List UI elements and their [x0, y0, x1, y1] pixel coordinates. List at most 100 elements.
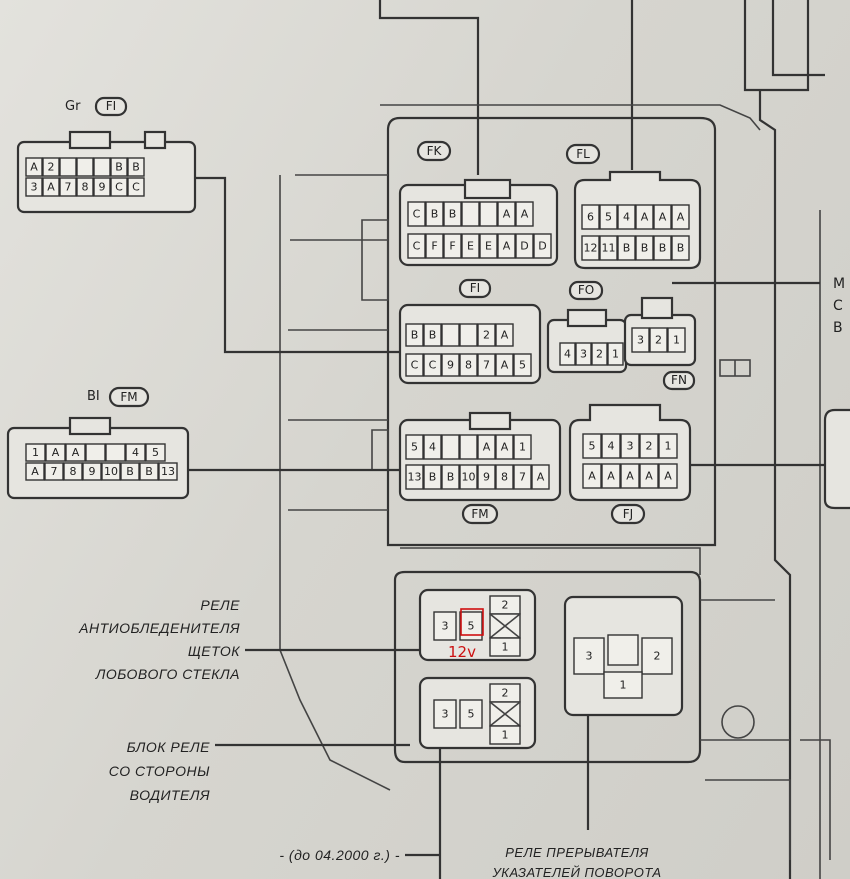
connector-fj-pins-cell: [601, 433, 621, 459]
connector-fk-pins-pin: D: [520, 240, 528, 253]
connector-fl-tag: FL: [565, 143, 601, 165]
connector-fl-pins-pin: B: [677, 242, 685, 255]
wire-color-bl: BI: [87, 389, 100, 404]
connector-fl-pins-cell: [653, 235, 672, 261]
connector-fm-pins-cell: [459, 464, 478, 490]
left-connector-fi-pins-cell: [59, 157, 77, 177]
left-connector-fm-pins-pin: 13: [161, 465, 175, 478]
connector-fi-pins-cell: [477, 323, 496, 347]
connector-fk-pins-cell: [443, 233, 462, 259]
connector-fm-pins-pin: 5: [411, 441, 418, 454]
left-connector-fm-pins-cell: [25, 462, 45, 481]
connector-fm-pins-pin: B: [429, 471, 437, 484]
connector-fl-pins-cell: [581, 204, 600, 230]
connector-fi-pins-pin: C: [411, 359, 419, 372]
left-connector-fm-pins-cell: [85, 443, 106, 462]
connector-fk-pins-pin: B: [449, 208, 457, 221]
connector-fo-pins-cell: [591, 342, 608, 366]
left-connector-fi-pins-pin: 9: [99, 181, 106, 194]
connector-fo-tag: FO: [568, 280, 604, 301]
connector-fi-pins-pin: 8: [465, 359, 472, 372]
label-deicer-line-2: АНТИОБЛЕДЕНИТЕЛЯ: [78, 620, 240, 636]
relay-deicer: 3 5 2 1 12v: [418, 588, 537, 662]
label-right-cut-3: В: [833, 320, 843, 336]
connector-fi-pins-cell: [423, 353, 442, 377]
left-connector-fi-pins-cell: [42, 157, 60, 177]
relay-deicer-pin-5: 5: [468, 620, 475, 633]
connector-fm-pins-pin: 4: [429, 441, 436, 454]
left-connector-fi-pins-pin: C: [132, 181, 140, 194]
housing-outline: [279, 0, 831, 879]
connector-fm-pins-pin: 10: [462, 471, 476, 484]
connector-fi-pins-cell: [513, 353, 532, 377]
left-connector-fm-pins-cell: [145, 443, 166, 462]
connector-fi-pins-cell: [405, 353, 424, 377]
connector-fj-pins-pin: 3: [627, 440, 634, 453]
left-connector-fi-pins-cell: [76, 157, 94, 177]
connector-fj-pins-pin: 4: [608, 440, 615, 453]
connector-fo-pins-pin: 4: [564, 348, 571, 361]
connector-fl-pins-pin: B: [641, 242, 649, 255]
label-deicer-line-4: ЛОБОВОГО СТЕКЛА: [95, 666, 240, 682]
connector-fo-label: FO: [578, 283, 594, 297]
connector-fn-pins-cell: [667, 327, 686, 353]
connector-fl-pins-pin: 4: [623, 211, 630, 224]
relay-flasher-pin-2: 2: [654, 650, 661, 663]
connector-fn-label: FN: [671, 373, 687, 387]
label-deicer-line-3: ЩЕТОК: [188, 643, 240, 659]
connector-fm-pins-cell: [495, 434, 514, 460]
left-connector-fi-pins-cell: [93, 157, 111, 177]
left-connector-fi-pins-cell: [42, 177, 60, 197]
connector-fj-label: FJ: [623, 507, 633, 521]
left-connector-fi-pins-pin: 2: [48, 161, 55, 174]
connector-fm-pins-pin: 8: [501, 471, 508, 484]
connector-fk-pins-cell: [443, 201, 462, 227]
label-deicer-line-1: РЕЛЕ: [200, 597, 240, 613]
connector-fi-pins-pin: 7: [483, 359, 490, 372]
connector-fi-pins-pin: A: [501, 329, 509, 342]
connector-fk-pins-pin: A: [521, 208, 529, 221]
left-connector-fm-pins-pin: 8: [70, 465, 77, 478]
connector-fi-pins-cell: [441, 323, 460, 347]
connector-fk-pins-cell: [515, 233, 534, 259]
relay-driver-pin-3: 3: [442, 708, 449, 721]
connector-fi-pins-pin: B: [429, 329, 437, 342]
label-relay-block-line-3: ВОДИТЕЛЯ: [130, 787, 210, 803]
right-connector-partial: [823, 408, 850, 510]
connector-fk-pins-cell: [497, 233, 516, 259]
relay-flasher: 3 2 1: [563, 595, 684, 717]
connector-fj-pins-cell: [601, 463, 621, 489]
connector-fl-pins-cell: [617, 235, 636, 261]
connector-fl-pins-pin: 11: [602, 242, 616, 255]
connector-fi-pins-cell: [423, 323, 442, 347]
connector-fk-pins-cell: [425, 233, 444, 259]
connector-fk-pins-pin: F: [431, 240, 437, 253]
connector-fn-pins-cell: [631, 327, 650, 353]
left-connector-fm-pins-cell: [105, 443, 126, 462]
connector-fi-label: FI: [470, 281, 480, 295]
connector-fj-pins-pin: A: [664, 470, 672, 483]
connector-fk-label: FK: [427, 144, 443, 158]
connector-fl-pins-pin: 5: [605, 211, 612, 224]
left-connector-fi-pins-pin: 8: [82, 181, 89, 194]
connector-fk-pins-pin: C: [413, 240, 421, 253]
left-connector-fi-label: FI: [106, 99, 116, 113]
left-connector-fm-label: FM: [120, 390, 137, 404]
left-connector-fm-pins-cell: [101, 462, 121, 481]
label-date-note: - (до 04.2000 г.) -: [279, 847, 400, 863]
connector-fj-pins-cell: [658, 433, 678, 459]
connector-fm-pins-cell: [441, 434, 460, 460]
connector-fl-pins-pin: 12: [584, 242, 598, 255]
left-connector-fm-pins-cell: [125, 443, 146, 462]
left-connector-fi-pins-pin: B: [132, 161, 140, 174]
relay-driver-pin-2: 2: [502, 687, 509, 700]
connector-fo-pins-cell: [559, 342, 576, 366]
